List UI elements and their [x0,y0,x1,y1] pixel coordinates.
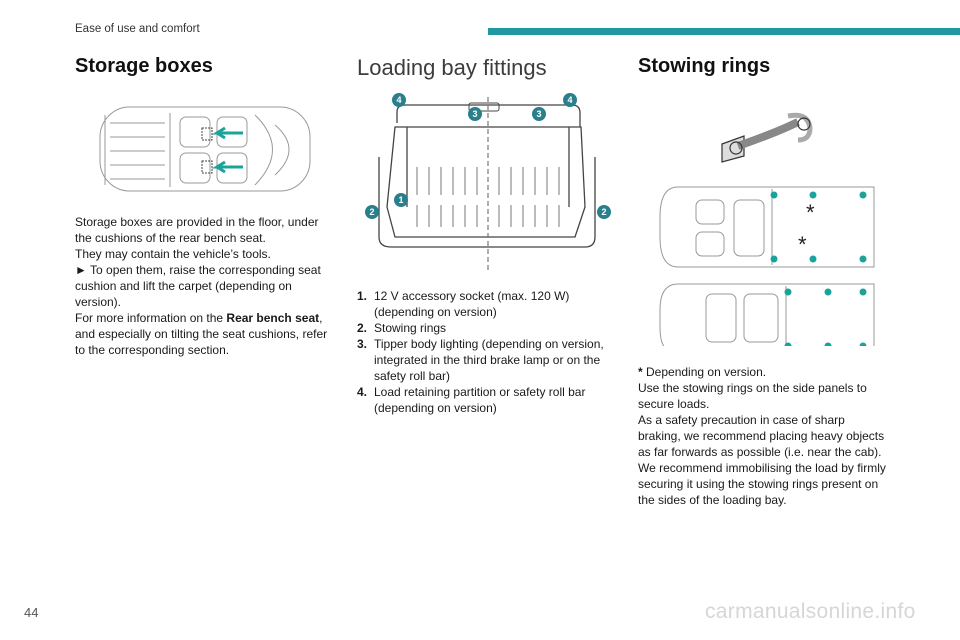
callout-2-right: 2 [601,207,606,217]
storage-boxes-heading: Storage boxes [75,55,213,77]
star-marker-top: * [806,200,815,225]
list-number: 2. [357,321,368,335]
header-accent-bar [488,28,960,35]
callout-2-left: 2 [369,207,374,217]
storage-paragraph-2: They may contain the vehicle’s tools. [75,247,271,261]
watermark: carmanualsonline.info [705,600,916,623]
storage-ref-pre: For more information on the [75,311,227,325]
storage-paragraph-4: For more information on the Rear bench s… [75,310,330,358]
section-title: Ease of use and comfort [75,23,200,35]
storage-ref-bold: Rear bench seat [226,311,320,325]
callout-3-right: 3 [536,109,541,119]
stowing-paragraph-3: We recommend immobilising the load by fi… [638,461,886,507]
loading-bay-diagram: 4 4 3 3 1 2 2 [365,93,611,272]
storage-ref-post: , and especially on tilting the seat cus… [75,311,328,357]
list-number: 1. [357,289,368,303]
list-text: Tipper body lighting (depending on versi… [374,337,604,383]
callout-4-left: 4 [396,95,401,105]
loading-bay-heading: Loading bay fittings [357,55,547,80]
arrow-icon: ► [75,263,87,277]
star-marker-bottom: * [798,232,807,257]
callout-1: 1 [398,195,403,205]
storage-paragraph-3: ► To open them, raise the corresponding … [75,262,330,310]
loading-bay-list: 1. 12 V accessory socket (max. 120 W) (de… [357,288,612,416]
page-number: 44 [24,605,39,620]
list-text: 12 V accessory socket (max. 120 W) (depe… [374,289,570,319]
stowing-rings-heading: Stowing rings [638,55,771,77]
list-number: 3. [357,337,368,351]
list-number: 4. [357,385,368,399]
version-note: * Depending on version. [638,364,888,380]
storage-paragraph-1: Storage boxes are provided in the floor,… [75,215,319,245]
storage-boxes-column: Storage boxes Storage boxes are provided… [75,55,330,358]
list-text: Load retaining partition or safety roll … [374,385,586,415]
storage-boxes-diagram [99,106,311,192]
version-note-text: Depending on version. [642,365,767,379]
list-item: 4. Load retaining partition or safety rol… [357,384,612,416]
list-item: 3. Tipper body lighting (depending on ver… [357,336,612,384]
stowing-rings-column: Stowing rings * * [638,55,888,508]
stowing-paragraph-2: As a safety precaution in case of sharp … [638,413,885,459]
list-item: 1. 12 V accessory socket (max. 120 W) (de… [357,288,612,320]
list-item: 2. Stowing rings [357,320,612,336]
stowing-paragraph-1: Use the stowing rings on the side panels… [638,381,867,411]
loading-bay-column: Loading bay fittings [357,55,612,416]
callout-3-left: 3 [472,109,477,119]
storage-instruction-text: To open them, raise the corresponding se… [75,263,321,309]
callout-4-right: 4 [567,95,572,105]
asterisk: * [638,365,643,379]
list-text: Stowing rings [374,321,447,335]
stowing-rings-diagram: * * [659,112,875,346]
